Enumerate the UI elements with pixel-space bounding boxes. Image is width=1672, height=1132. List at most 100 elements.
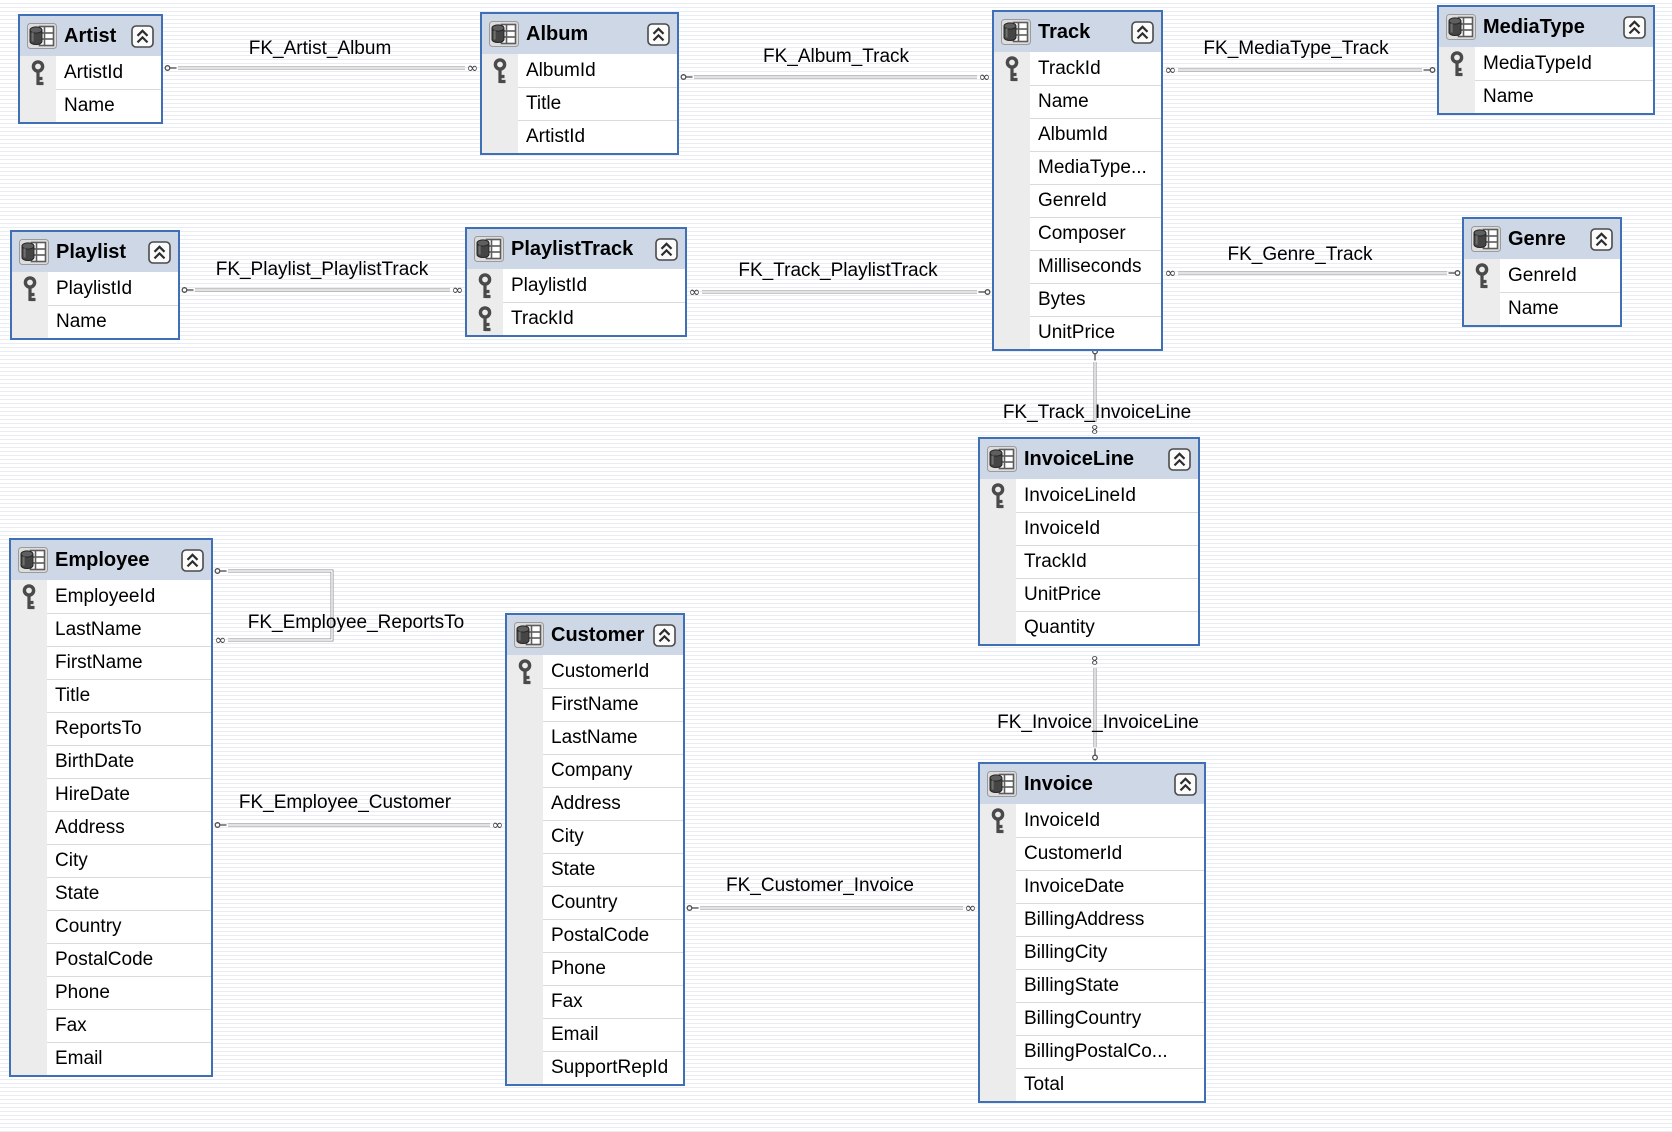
- column-row[interactable]: Phone: [507, 952, 683, 985]
- relationship-line-fk_mediatype_track[interactable]: ∞: [1165, 63, 1436, 79]
- column-row[interactable]: TrackId: [994, 52, 1161, 85]
- column-row[interactable]: AlbumId: [482, 54, 677, 87]
- column-row[interactable]: LastName: [507, 721, 683, 754]
- table-header[interactable]: Employee: [11, 540, 211, 580]
- table-header[interactable]: MediaType: [1439, 7, 1653, 47]
- relationship-line-fk_genre_track[interactable]: ∞: [1165, 266, 1461, 282]
- relationship-label-fk_track_playlisttrack[interactable]: FK_Track_PlaylistTrack: [738, 260, 938, 281]
- column-row[interactable]: PlaylistId: [467, 269, 685, 302]
- column-row[interactable]: Name: [20, 89, 161, 122]
- column-row[interactable]: Name: [12, 305, 178, 338]
- column-row[interactable]: TrackId: [980, 545, 1198, 578]
- column-row[interactable]: Email: [11, 1042, 211, 1075]
- column-row[interactable]: PlaylistId: [12, 272, 178, 305]
- table-header[interactable]: Customer: [507, 615, 683, 655]
- table-header[interactable]: Invoice: [980, 764, 1204, 804]
- column-row[interactable]: SupportRepId: [507, 1051, 683, 1084]
- column-row[interactable]: Total: [980, 1068, 1204, 1101]
- relationship-label-fk_invoice_invoiceline[interactable]: FK_Invoice_InvoiceLine: [997, 712, 1199, 733]
- column-row[interactable]: FirstName: [507, 688, 683, 721]
- table-header[interactable]: Playlist: [12, 232, 178, 272]
- collapse-chevrons-icon[interactable]: [1131, 20, 1154, 44]
- collapse-chevrons-icon[interactable]: [647, 22, 670, 46]
- table-header[interactable]: Genre: [1464, 219, 1620, 259]
- column-row[interactable]: InvoiceId: [980, 512, 1198, 545]
- column-row[interactable]: EmployeeId: [11, 580, 211, 613]
- column-row[interactable]: CustomerId: [507, 655, 683, 688]
- column-row[interactable]: UnitPrice: [994, 316, 1161, 349]
- collapse-chevrons-icon[interactable]: [1174, 772, 1197, 796]
- column-row[interactable]: Milliseconds: [994, 250, 1161, 283]
- collapse-chevrons-icon[interactable]: [1168, 447, 1191, 471]
- column-row[interactable]: Composer: [994, 217, 1161, 250]
- relationship-line-fk_employee_customer[interactable]: ∞: [214, 818, 503, 834]
- column-row[interactable]: LastName: [11, 613, 211, 646]
- relationship-label-fk_employee_customer[interactable]: FK_Employee_Customer: [238, 792, 452, 813]
- relationship-line-fk_track_playlisttrack[interactable]: ∞: [689, 285, 991, 301]
- column-row[interactable]: Title: [11, 679, 211, 712]
- relationship-label-fk_album_track[interactable]: FK_Album_Track: [762, 46, 910, 67]
- column-row[interactable]: Title: [482, 87, 677, 120]
- collapse-chevrons-icon[interactable]: [148, 240, 171, 264]
- relationship-line-fk_playlist_playlisttrack[interactable]: ∞: [181, 283, 463, 299]
- column-row[interactable]: BillingState: [980, 969, 1204, 1002]
- column-row[interactable]: City: [11, 844, 211, 877]
- column-row[interactable]: AlbumId: [994, 118, 1161, 151]
- column-row[interactable]: BillingAddress: [980, 903, 1204, 936]
- column-row[interactable]: Email: [507, 1018, 683, 1051]
- column-row[interactable]: State: [507, 853, 683, 886]
- column-row[interactable]: PostalCode: [507, 919, 683, 952]
- column-row[interactable]: City: [507, 820, 683, 853]
- column-row[interactable]: BillingPostalCo...: [980, 1035, 1204, 1068]
- column-row[interactable]: GenreId: [994, 184, 1161, 217]
- column-row[interactable]: InvoiceDate: [980, 870, 1204, 903]
- column-row[interactable]: Country: [11, 910, 211, 943]
- column-row[interactable]: MediaType...: [994, 151, 1161, 184]
- column-row[interactable]: Name: [994, 85, 1161, 118]
- column-row[interactable]: InvoiceLineId: [980, 479, 1198, 512]
- column-row[interactable]: Fax: [507, 985, 683, 1018]
- column-row[interactable]: ArtistId: [20, 56, 161, 89]
- column-row[interactable]: Company: [507, 754, 683, 787]
- relationship-label-fk_track_invoiceline[interactable]: FK_Track_InvoiceLine: [1002, 402, 1192, 423]
- relationship-line-fk_album_track[interactable]: ∞: [680, 70, 990, 86]
- column-row[interactable]: ReportsTo: [11, 712, 211, 745]
- relationship-line-fk_track_invoiceline[interactable]: ∞: [1087, 348, 1103, 435]
- column-row[interactable]: PostalCode: [11, 943, 211, 976]
- collapse-chevrons-icon[interactable]: [181, 548, 204, 572]
- column-row[interactable]: BillingCity: [980, 936, 1204, 969]
- relationship-label-fk_artist_album[interactable]: FK_Artist_Album: [248, 38, 392, 59]
- column-row[interactable]: Country: [507, 886, 683, 919]
- relationship-label-fk_customer_invoice[interactable]: FK_Customer_Invoice: [726, 875, 914, 896]
- relationship-label-fk_employee_reportsto[interactable]: FK_Employee_ReportsTo: [247, 612, 465, 633]
- column-row[interactable]: Name: [1439, 80, 1653, 113]
- relationship-label-fk_genre_track[interactable]: FK_Genre_Track: [1227, 244, 1373, 265]
- collapse-chevrons-icon[interactable]: [655, 237, 678, 261]
- column-row[interactable]: BirthDate: [11, 745, 211, 778]
- table-header[interactable]: PlaylistTrack: [467, 229, 685, 269]
- column-row[interactable]: InvoiceId: [980, 804, 1204, 837]
- relationship-line-fk_invoice_invoiceline[interactable]: ∞: [1087, 655, 1103, 761]
- column-row[interactable]: CustomerId: [980, 837, 1204, 870]
- column-row[interactable]: GenreId: [1464, 259, 1620, 292]
- column-row[interactable]: BillingCountry: [980, 1002, 1204, 1035]
- relationship-line-fk_artist_album[interactable]: ∞: [164, 61, 478, 77]
- column-row[interactable]: FirstName: [11, 646, 211, 679]
- column-row[interactable]: Address: [507, 787, 683, 820]
- collapse-chevrons-icon[interactable]: [1590, 227, 1613, 251]
- table-header[interactable]: Album: [482, 14, 677, 54]
- relationship-label-fk_playlist_playlisttrack[interactable]: FK_Playlist_PlaylistTrack: [215, 259, 429, 280]
- collapse-chevrons-icon[interactable]: [131, 24, 154, 48]
- collapse-chevrons-icon[interactable]: [1623, 15, 1646, 39]
- column-row[interactable]: Phone: [11, 976, 211, 1009]
